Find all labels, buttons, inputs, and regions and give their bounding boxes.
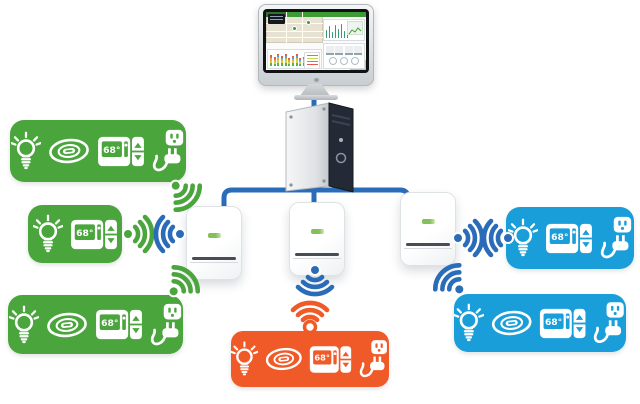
smoke-detector-icon <box>265 347 302 371</box>
light-bulb-icon <box>507 218 538 257</box>
wifi-signal-gateway-left <box>140 210 188 258</box>
gateway-right <box>400 192 456 266</box>
monitor-base <box>294 95 338 100</box>
gateway-slot <box>294 253 340 257</box>
stat-tiles <box>326 46 362 55</box>
server-tower <box>285 102 354 193</box>
thermostat-icon: 68° <box>98 136 144 166</box>
monitor-bezel <box>263 9 369 73</box>
thermostat-icon: 68° <box>310 345 352 373</box>
smoke-detector-icon <box>491 310 532 336</box>
monitor <box>258 4 374 86</box>
thermostat-down-arrow <box>134 154 142 160</box>
map-pin <box>306 20 311 25</box>
thermostat-down-arrow <box>575 326 584 332</box>
device-group-zone-bottom-center: 68° <box>231 331 389 387</box>
energy-sparkline <box>347 21 363 35</box>
tower-badge <box>335 152 347 164</box>
smart-plug-icon <box>150 303 181 345</box>
usage-chart-legend <box>304 52 320 69</box>
dashboard-usage-chart-panel <box>267 49 322 69</box>
thermostat-up-arrow <box>342 351 350 356</box>
thermostat-up-arrow <box>575 314 584 320</box>
monitor-stand <box>300 84 330 96</box>
thermostat-up-arrow <box>131 315 140 321</box>
dashboard-energy-chart-panel <box>323 19 365 41</box>
thermostat-display: 68° <box>103 144 120 155</box>
gateway-slot <box>191 257 237 261</box>
map-tooltip <box>268 14 285 24</box>
gateway-logo <box>311 228 324 234</box>
thermostat-down-arrow <box>131 328 140 334</box>
thermostat-icon: 68° <box>545 223 592 253</box>
dashboard-stats-panel <box>323 43 365 69</box>
dashboard-screen <box>266 12 366 70</box>
device-group-zone-top-left: 68° <box>10 120 186 182</box>
thermostat-down-arrow <box>106 237 115 243</box>
thermostat-icon: 68° <box>95 309 142 340</box>
device-group-zone-bottom-right: 68° <box>454 294 626 352</box>
device-group-zone-mid-right: 68° <box>506 207 634 269</box>
gateway-logo <box>422 218 435 224</box>
thermostat-down-arrow <box>581 241 590 247</box>
wifi-signal-zone-bottom-center <box>286 287 334 335</box>
device-group-zone-bottom-left: 68° <box>8 295 183 354</box>
gateway-left <box>186 206 242 280</box>
smart-plug-icon <box>152 129 184 172</box>
thermostat-up-arrow <box>106 225 115 231</box>
light-bulb-icon <box>454 303 484 342</box>
usage-stacked-chart <box>270 52 306 66</box>
power-button <box>339 138 343 142</box>
light-bulb-icon <box>11 131 41 170</box>
thermostat-icon: 68° <box>539 308 586 338</box>
smart-plug-icon <box>600 216 631 259</box>
map-pin <box>292 26 297 31</box>
thermostat-up-arrow <box>134 142 142 148</box>
gauge-icons <box>328 57 360 65</box>
thermostat-icon: 68° <box>70 219 117 249</box>
wifi-signal-zone-mid-right <box>468 214 516 262</box>
thermostat-display: 68° <box>315 352 331 362</box>
smart-plug-icon <box>360 340 388 378</box>
energy-bar-chart <box>326 23 348 38</box>
smoke-detector-icon <box>46 312 87 337</box>
thermostat-down-arrow <box>342 362 350 367</box>
smart-plug-icon <box>594 302 625 344</box>
thermostat-display: 68° <box>101 318 118 329</box>
thermostat-display: 68° <box>551 231 568 242</box>
thermostat-display: 68° <box>545 317 562 327</box>
light-bulb-icon <box>32 214 63 253</box>
thermostat-up-arrow <box>581 229 590 235</box>
thermostat-display: 68° <box>76 227 93 238</box>
monitor-logo <box>314 78 319 82</box>
light-bulb-icon <box>8 305 39 343</box>
gateway-logo <box>208 232 221 238</box>
gateway-slot <box>405 243 451 247</box>
light-bulb-icon <box>231 341 258 376</box>
device-group-zone-mid-left: 68° <box>28 205 122 263</box>
smoke-detector-icon <box>49 138 89 164</box>
